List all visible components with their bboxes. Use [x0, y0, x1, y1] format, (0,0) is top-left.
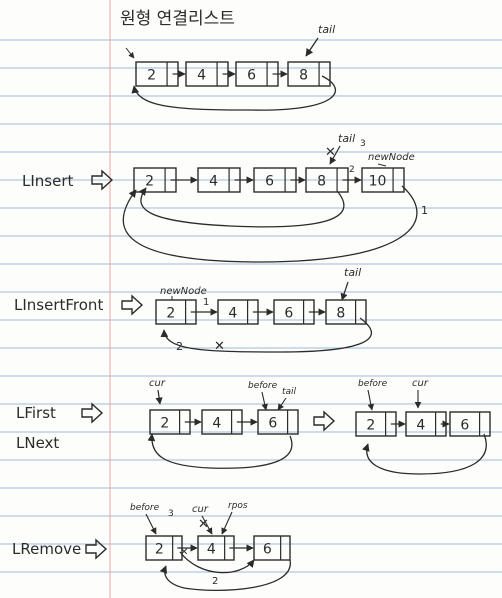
- node-value: 2: [166, 305, 175, 321]
- node-value: 10: [369, 173, 387, 189]
- node-box: [449, 411, 491, 437]
- hollow-arrow-icon: [85, 538, 108, 560]
- step-number: 3: [360, 139, 366, 149]
- loop-arrow: [362, 433, 487, 475]
- node-value: 6: [268, 415, 277, 431]
- before-label: before: [130, 503, 160, 513]
- node-value: 2: [155, 541, 164, 557]
- hollow-arrow-icon: [121, 294, 144, 316]
- bypass-arrow: [179, 551, 255, 574]
- node-value: 6: [265, 173, 274, 189]
- node-box: [201, 409, 243, 435]
- node-value: 4: [212, 415, 221, 431]
- node-value: 2: [366, 417, 375, 433]
- node-value: 4: [197, 67, 206, 83]
- node-box: [149, 409, 191, 435]
- node-value: 8: [317, 173, 326, 189]
- label-lfirst: LFirst: [16, 404, 56, 422]
- step-number: 2: [212, 576, 218, 587]
- tail-label: tail: [338, 132, 355, 145]
- cur-pointer-arrow: [201, 515, 213, 535]
- step-number: 3: [168, 509, 174, 519]
- tail-label: tail: [318, 23, 335, 36]
- newnode-label: newNode: [160, 286, 207, 297]
- before-pointer-arrow: [145, 513, 157, 535]
- node-value: 4: [207, 541, 216, 557]
- new-loop-arrow: [122, 185, 418, 263]
- node-box: [197, 535, 235, 561]
- hollow-arrow-icon: [91, 169, 114, 191]
- node-value: 2: [147, 67, 156, 83]
- node-value: 2: [145, 173, 154, 189]
- tail-pointer-arrow: [340, 281, 349, 301]
- rpos-pointer-arrow: [221, 511, 233, 535]
- node-box: [145, 535, 183, 561]
- node-box: [257, 409, 299, 435]
- node-value: 2: [160, 415, 169, 431]
- before-label: before: [248, 381, 278, 391]
- node-box: [185, 61, 229, 87]
- cur-label: cur: [149, 378, 166, 389]
- step-number: 2: [176, 340, 183, 353]
- node-value: 6: [460, 417, 469, 433]
- label-lnext: LNext: [16, 434, 59, 452]
- newnode-pointer: [377, 163, 387, 167]
- cross-mark: ✕: [180, 547, 188, 558]
- node-box: [235, 61, 279, 87]
- before-pointer-arrow: [367, 389, 375, 411]
- newnode-label: newNode: [368, 152, 415, 163]
- node-value: 6: [263, 541, 272, 557]
- cross-mark: ✕: [214, 339, 225, 354]
- node-value: 4: [416, 417, 425, 433]
- node-box: [253, 535, 291, 561]
- tail-pointer-arrow: [305, 37, 319, 57]
- label-linsert: LInsert: [22, 172, 73, 190]
- node-value: 8: [336, 305, 345, 321]
- head-pointer-arrow: [125, 47, 135, 59]
- node-rows: 2 4 6 8 2 4 6 8 10 2 4 6 8 2 4 6 2 4 6 2 4 6: [133, 61, 491, 561]
- step-number: 1: [421, 204, 428, 217]
- rpos-label: rpos: [228, 501, 248, 511]
- node-box: [287, 61, 331, 87]
- page-title: 원형 연결리스트: [120, 9, 235, 29]
- node-value: 6: [247, 67, 256, 83]
- node-value: 4: [228, 305, 237, 321]
- loop-arrow: [159, 559, 291, 592]
- step-number: 1: [203, 297, 209, 308]
- cross-mark: ✕: [325, 145, 336, 160]
- tail-pointer-arrow: [277, 397, 287, 411]
- loop-arrow: [138, 187, 345, 228]
- loop-arrow: [147, 433, 293, 469]
- before-label: before: [358, 379, 388, 389]
- label-lremove: LRemove: [12, 540, 81, 558]
- cross-mark: ✕: [198, 517, 209, 532]
- node-value: 4: [209, 173, 218, 189]
- tail-label: tail: [282, 387, 297, 397]
- before-pointer-arrow: [261, 391, 268, 411]
- cur-label: cur: [192, 504, 209, 515]
- loop-arrow: [160, 317, 372, 353]
- tail-pointer-arrow: [329, 145, 341, 165]
- node-box: [135, 61, 179, 87]
- node-value: 6: [284, 305, 293, 321]
- label-linsertfront: LInsertFront: [14, 296, 103, 314]
- cur-label: cur: [412, 378, 429, 389]
- loop-arrow: [131, 75, 337, 111]
- node-value: 8: [299, 67, 308, 83]
- step-number: 2: [349, 165, 355, 175]
- tail-label: tail: [344, 266, 361, 279]
- node-box: [361, 167, 405, 193]
- hollow-arrow-icon: [81, 402, 104, 424]
- hollow-arrow-icon: [313, 410, 336, 432]
- cur-pointer-arrow: [155, 389, 163, 405]
